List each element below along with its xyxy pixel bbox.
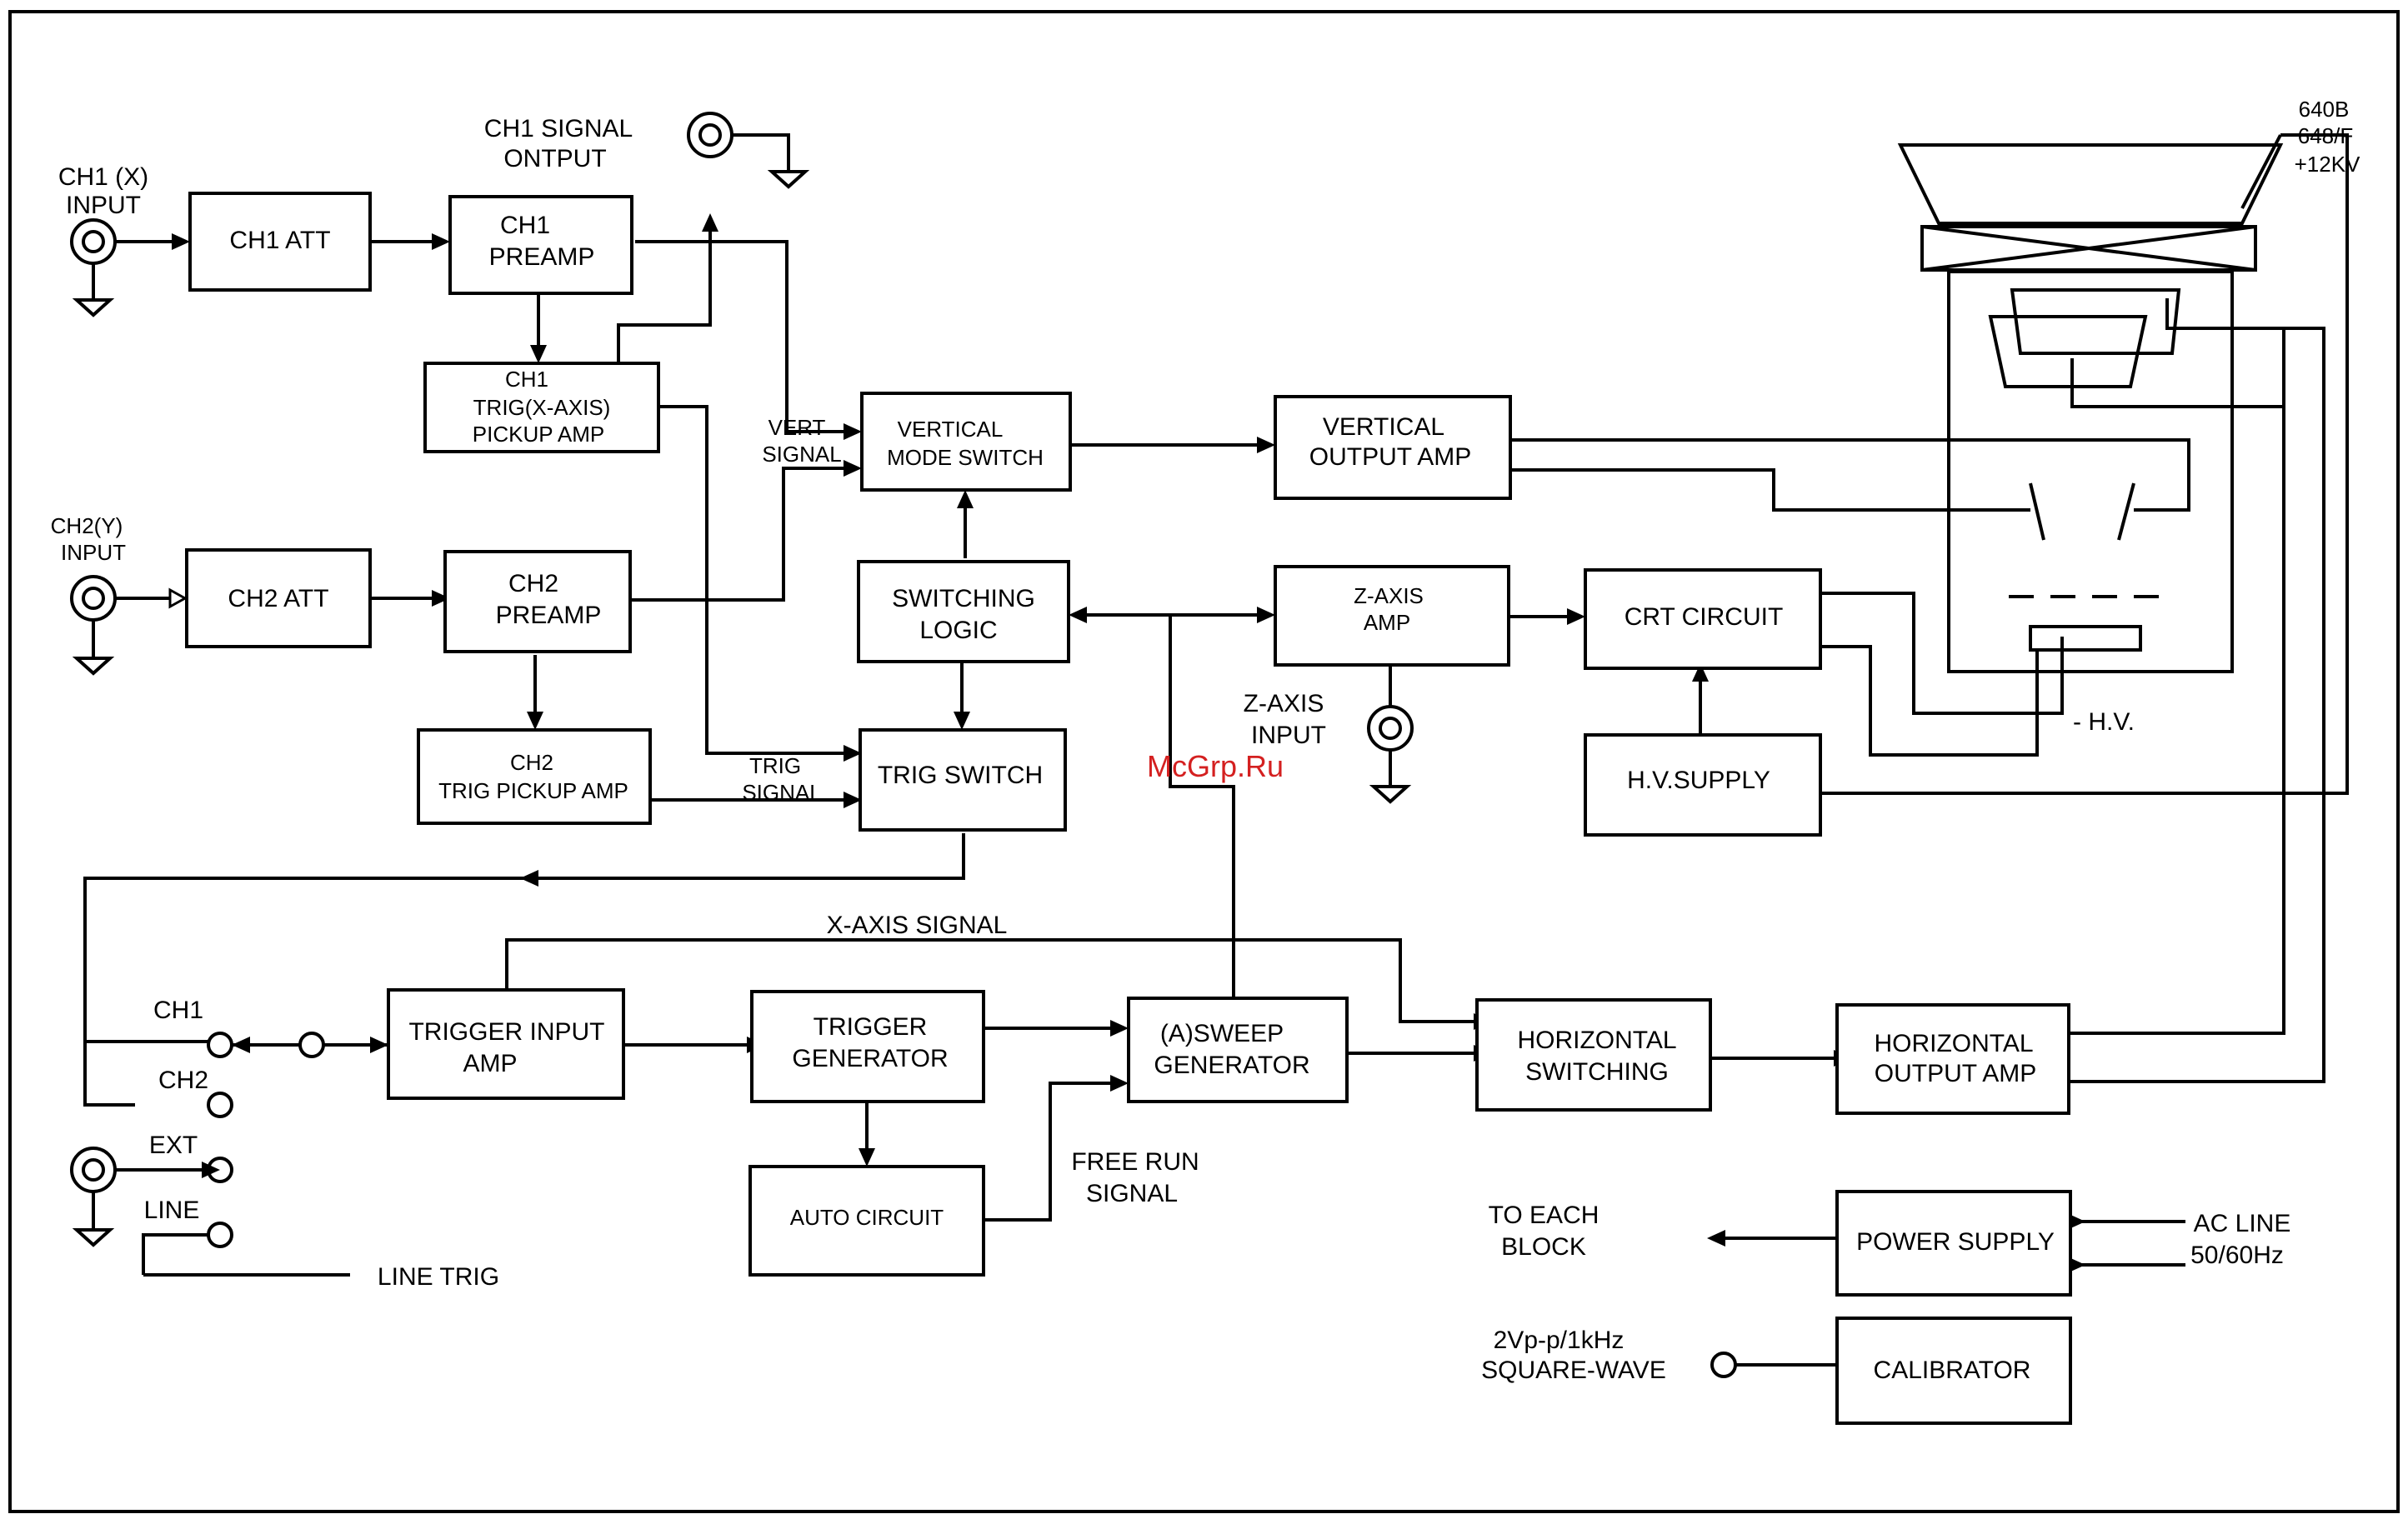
ch1-input-label-2: INPUT <box>66 192 141 219</box>
svg-text:POWER SUPPLY: POWER SUPPLY <box>1856 1228 2055 1256</box>
block-trigger-generator: TRIGGER GENERATOR <box>750 990 985 1103</box>
ch1-source-terminal[interactable] <box>207 1032 233 1058</box>
line-source-terminal[interactable] <box>207 1222 233 1248</box>
crt-hv-label-2: 648/F <box>2298 123 2354 148</box>
svg-text:CRT CIRCUIT: CRT CIRCUIT <box>1625 603 1784 631</box>
ch1-signal-output-label-2: ONTPUT <box>503 145 606 172</box>
crt-hv-label-3: +12KV <box>2295 152 2360 177</box>
svg-text:HORIZONTAL: HORIZONTAL <box>1874 1030 2033 1057</box>
svg-text:OUTPUT AMP: OUTPUT AMP <box>1309 443 1471 471</box>
ch2-input-label-2: INPUT <box>61 540 126 565</box>
svg-text:AUTO CIRCUIT: AUTO CIRCUIT <box>790 1205 944 1230</box>
svg-text:LOGIC: LOGIC <box>919 617 997 644</box>
ch2-source-terminal[interactable] <box>207 1092 233 1118</box>
svg-text:PICKUP AMP: PICKUP AMP <box>473 422 604 447</box>
svg-text:OUTPUT AMP: OUTPUT AMP <box>1875 1060 2036 1087</box>
svg-text:VERTICAL: VERTICAL <box>1323 413 1444 441</box>
vert-signal-label-2: SIGNAL <box>762 442 841 467</box>
square-wave-label-2: SQUARE-WAVE <box>1481 1357 1666 1384</box>
svg-text:TRIG PICKUP AMP: TRIG PICKUP AMP <box>438 778 628 803</box>
watermark: McGrp.Ru <box>1147 749 1284 783</box>
svg-text:CALIBRATOR: CALIBRATOR <box>1874 1357 2031 1384</box>
svg-text:(A)SWEEP: (A)SWEEP <box>1160 1020 1284 1047</box>
block-horizontal-switching: HORIZONTAL SWITCHING <box>1475 998 1712 1112</box>
block-vertical-output-amp: VERTICAL OUTPUT AMP <box>1274 395 1512 500</box>
svg-text:CH2: CH2 <box>508 570 558 597</box>
svg-text:SWITCHING: SWITCHING <box>1525 1058 1669 1086</box>
ch1-source-label: CH1 <box>153 997 203 1024</box>
block-hv-supply: H.V.SUPPLY <box>1584 733 1822 837</box>
ch2-source-label: CH2 <box>158 1067 208 1094</box>
block-horizontal-output-amp: HORIZONTAL OUTPUT AMP <box>1835 1003 2070 1115</box>
to-each-block-label-2: BLOCK <box>1501 1233 1586 1261</box>
svg-text:CH1: CH1 <box>500 212 550 239</box>
block-trig-switch: TRIG SWITCH <box>859 728 1067 832</box>
block-ch2-att: CH2 ATT <box>185 548 372 648</box>
svg-text:Z-AXIS: Z-AXIS <box>1354 583 1424 608</box>
svg-text:SWITCHING: SWITCHING <box>892 585 1035 612</box>
block-z-axis-amp: Z-AXIS AMP <box>1274 565 1510 667</box>
block-crt-circuit: CRT CIRCUIT <box>1584 568 1822 670</box>
ch2-input-label: CH2(Y) <box>51 513 123 538</box>
svg-text:CH2: CH2 <box>510 750 553 775</box>
diagram-border <box>8 10 2400 1513</box>
block-ch2-preamp: CH2 PREAMP <box>443 550 632 653</box>
to-each-block-label: TO EACH <box>1489 1202 1599 1229</box>
svg-text:CH1: CH1 <box>505 367 548 392</box>
ac-line-label: AC LINE <box>2194 1210 2291 1237</box>
ac-line-label-2: 50/60Hz <box>2190 1242 2284 1269</box>
blocks: CH1 ATT CH1 PREAMP CH1 TRIG(X-AXIS) PICK… <box>185 192 2072 1425</box>
svg-text:TRIG SWITCH: TRIG SWITCH <box>878 762 1043 789</box>
negative-hv-label: - H.V. <box>2073 708 2135 736</box>
crt-tube <box>1897 143 2284 673</box>
svg-text:GENERATOR: GENERATOR <box>1154 1052 1309 1079</box>
selector-common-terminal[interactable] <box>298 1032 325 1058</box>
line-trig-label: LINE TRIG <box>378 1263 499 1291</box>
free-run-signal-label-2: SIGNAL <box>1086 1180 1178 1207</box>
ext-source-label: EXT <box>149 1132 198 1159</box>
ch1-signal-output-label: CH1 SIGNAL <box>484 115 633 142</box>
block-power-supply: POWER SUPPLY <box>1835 1190 2072 1297</box>
block-ch1-att: CH1 ATT <box>188 192 372 292</box>
svg-text:AMP: AMP <box>463 1050 517 1077</box>
calibrator-terminal[interactable] <box>1710 1352 1737 1378</box>
block-vertical-mode-switch: VERTICAL MODE SWITCH <box>860 392 1072 492</box>
svg-text:VERTICAL: VERTICAL <box>898 417 1004 442</box>
block-ch1-preamp: CH1 PREAMP <box>448 195 633 295</box>
terminals <box>70 112 1737 1378</box>
line-source-label: LINE <box>144 1197 200 1224</box>
svg-text:GENERATOR: GENERATOR <box>792 1045 948 1072</box>
svg-text:MODE SWITCH: MODE SWITCH <box>887 445 1044 470</box>
svg-text:PREAMP: PREAMP <box>496 602 602 629</box>
z-axis-input-label: Z-AXIS <box>1244 690 1324 717</box>
svg-text:TRIG(X-AXIS): TRIG(X-AXIS) <box>473 395 611 420</box>
svg-text:TRIGGER INPUT: TRIGGER INPUT <box>408 1018 604 1046</box>
z-axis-input-label-2: INPUT <box>1251 722 1326 749</box>
svg-text:HORIZONTAL: HORIZONTAL <box>1517 1027 1676 1054</box>
crt-hv-label: 640B <box>2299 97 2350 122</box>
svg-text:CH2 ATT: CH2 ATT <box>228 585 328 612</box>
trig-signal-label: TRIG <box>749 753 801 778</box>
svg-text:PREAMP: PREAMP <box>489 243 595 271</box>
block-switching-logic: SWITCHING LOGIC <box>857 560 1070 663</box>
free-run-signal-label: FREE RUN <box>1071 1148 1199 1176</box>
trig-signal-label-2: SIGNAL <box>742 780 821 805</box>
signal-lines <box>83 133 2349 1367</box>
x-axis-signal-label: X-AXIS SIGNAL <box>827 912 1008 939</box>
svg-text:TRIGGER: TRIGGER <box>814 1013 928 1041</box>
svg-text:CH1 ATT: CH1 ATT <box>229 227 330 254</box>
block-auto-circuit: AUTO CIRCUIT <box>748 1165 985 1277</box>
block-trigger-input-amp: TRIGGER INPUT AMP <box>387 988 625 1100</box>
svg-text:AMP: AMP <box>1364 610 1410 635</box>
square-wave-label: 2Vp-p/1kHz <box>1494 1327 1625 1354</box>
block-calibrator: CALIBRATOR <box>1835 1317 2072 1425</box>
vert-signal-label: VERT <box>768 415 826 440</box>
labels: CH1 (X) INPUT CH2(Y) INPUT CH1 SIGNAL ON… <box>51 97 2360 1384</box>
block-ch1-trig-pickup-amp: CH1 TRIG(X-AXIS) PICKUP AMP <box>423 362 660 453</box>
ch1-input-label: CH1 (X) <box>58 163 148 191</box>
block-ch2-trig-pickup-amp: CH2 TRIG PICKUP AMP <box>417 728 652 825</box>
svg-text:H.V.SUPPLY: H.V.SUPPLY <box>1627 767 1770 794</box>
block-sweep-generator: (A)SWEEP GENERATOR <box>1127 997 1349 1103</box>
